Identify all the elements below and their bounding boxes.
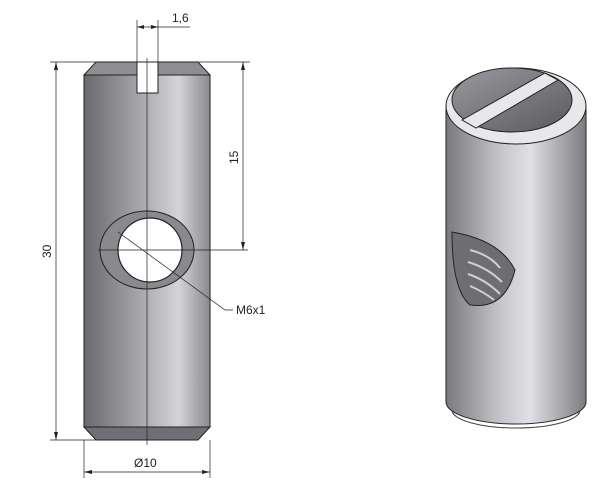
front-view	[82, 58, 248, 445]
iso-bottom-chamfer	[451, 409, 581, 429]
thread-label: M6x1	[236, 303, 266, 317]
hole-position-label: 15	[227, 150, 241, 164]
dimension-arrows	[54, 25, 245, 474]
dimension-lines	[50, 20, 250, 478]
iso-slot	[460, 72, 560, 129]
diameter-label: Ø10	[134, 456, 157, 470]
isometric-view	[445, 67, 587, 429]
slot-width-label: 1,6	[172, 11, 189, 25]
slot	[136, 61, 159, 94]
iso-thread-lines	[467, 249, 503, 301]
overall-length-label: 30	[40, 244, 54, 258]
thread-leader	[117, 231, 233, 311]
